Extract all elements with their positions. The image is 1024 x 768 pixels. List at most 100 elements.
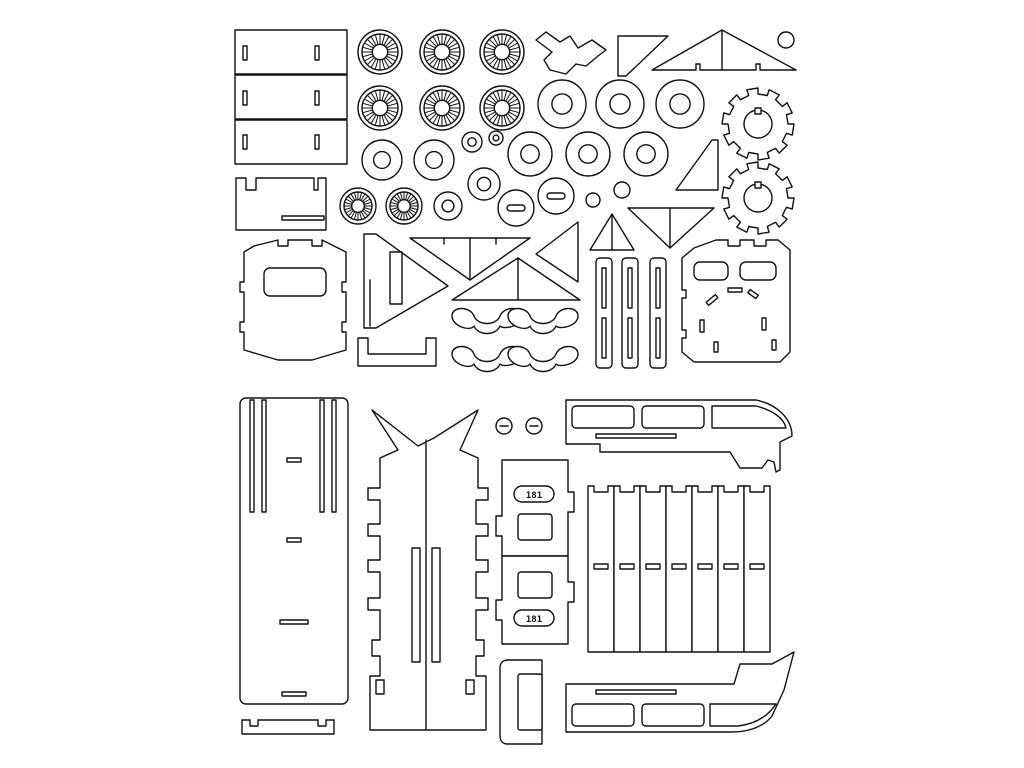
wheel-spoke: [387, 109, 398, 114]
spoked-wheel: [419, 85, 465, 131]
washer: [565, 131, 611, 177]
washer-hole: [476, 176, 492, 192]
wheel-spoke: [509, 53, 520, 58]
spoked-wheel: [385, 187, 423, 225]
rib: [639, 485, 667, 653]
wheel-spoke: [424, 46, 435, 51]
triangle-brace: [617, 35, 669, 77]
wheel-spoke: [484, 53, 495, 58]
vent-dash: [761, 317, 767, 331]
bracket-opening: [517, 673, 543, 731]
spoked-wheel: [357, 29, 403, 75]
wheel-spoke: [366, 38, 375, 47]
wheel-spoke: [447, 38, 456, 47]
wheel-spoke: [505, 58, 512, 68]
washer: [433, 191, 463, 221]
wheel-spoke: [366, 57, 375, 66]
wheel-spoke: [362, 210, 369, 217]
wheel-spoke: [383, 92, 390, 102]
strip-slot: [601, 317, 607, 359]
floor-slot: [261, 399, 267, 513]
box-tray: [357, 337, 437, 367]
tabbed-bracket: [235, 177, 327, 231]
wheel-spoke: [362, 109, 373, 114]
floor-slot: [319, 399, 325, 513]
wheel-spoke: [432, 36, 439, 46]
wheel-hub: [493, 43, 511, 61]
strip-slot: [655, 267, 661, 309]
wheel-spoke: [492, 92, 499, 102]
spoked-wheel: [339, 187, 377, 225]
wheel-spoke: [406, 193, 412, 201]
spoked-wheel: [479, 85, 525, 131]
bracket-slot: [281, 215, 325, 221]
strip-body: [649, 257, 667, 369]
wheel-spoke: [370, 92, 377, 102]
panel-slot: [242, 134, 248, 150]
wheel-spoke: [492, 114, 499, 124]
wheel-spoke: [428, 57, 437, 66]
window-opening: [263, 267, 327, 297]
wheel-spoke: [393, 210, 400, 217]
plate-window: [517, 513, 553, 541]
rib: [587, 485, 615, 653]
roof-triangle: [651, 29, 797, 71]
window-opening: [739, 261, 777, 281]
wheel-spoke: [350, 193, 356, 201]
vent-dash: [747, 288, 759, 300]
rib-slot: [749, 563, 765, 570]
vent-dash: [699, 319, 705, 333]
plate-badge: [513, 485, 555, 503]
strip-slot: [627, 317, 633, 359]
washer: [488, 130, 504, 146]
wheel-spoke: [383, 114, 390, 124]
strip-body: [621, 257, 639, 369]
wheel-spoke: [347, 210, 354, 217]
rib: [665, 485, 693, 653]
wheel-spoke: [448, 55, 458, 62]
washer-hole: [636, 144, 656, 164]
wheel-spoke: [503, 90, 508, 101]
washer-hole: [441, 199, 455, 213]
plate-window: [517, 571, 553, 599]
wheel-spoke: [364, 98, 374, 105]
panel-top: [234, 29, 348, 75]
washer-hole: [424, 150, 444, 170]
spoked-wheel: [419, 29, 465, 75]
strip-slot: [601, 267, 607, 309]
side-slot: [595, 689, 677, 695]
panel-bottom: [234, 119, 348, 165]
rib-slot: [671, 563, 687, 570]
floor-slots: [249, 399, 337, 697]
small-clip: [613, 181, 631, 199]
wheel-spoke: [486, 111, 496, 118]
key-slot: [506, 204, 526, 212]
floor-slot: [286, 537, 302, 543]
wheel-spoke: [381, 115, 386, 126]
wheel-spoke: [364, 55, 374, 62]
washer: [537, 79, 587, 129]
wheel-spoke: [509, 46, 520, 51]
wheel-hub: [433, 43, 451, 61]
spoked-wheels: [339, 29, 525, 225]
wheel-spoke: [488, 57, 497, 66]
wheel-spoke: [448, 42, 458, 49]
wheel-spoke: [362, 46, 373, 51]
gears: [721, 87, 795, 235]
small-hooks: [495, 417, 543, 435]
gear: [721, 87, 795, 161]
lower-plate-number: 181: [526, 615, 542, 625]
wheel-spoke: [344, 207, 353, 211]
wheel-spoke: [443, 115, 448, 126]
zigzag-bracket: [535, 31, 607, 75]
number-plate-lower: [495, 555, 575, 645]
wheel-spoke: [426, 55, 436, 62]
wheel-spoke: [449, 46, 460, 51]
strip-body: [595, 257, 613, 369]
ribbed-ribs: [587, 485, 771, 653]
gear-key: [754, 107, 762, 115]
wheel-spoke: [364, 111, 374, 118]
washer-rings: [361, 79, 705, 221]
washer: [507, 131, 553, 177]
washer: [361, 139, 403, 181]
